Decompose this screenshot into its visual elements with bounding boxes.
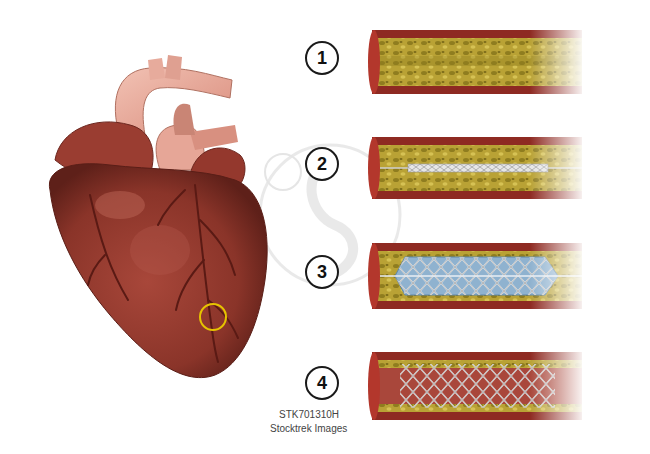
heart bbox=[49, 55, 267, 378]
callout-circle: 4 bbox=[305, 366, 339, 400]
callout-number: 4 bbox=[317, 374, 327, 392]
callout-number: 1 bbox=[317, 49, 327, 67]
artery-blocked bbox=[368, 28, 586, 96]
credit-text: STK701310H bbox=[279, 409, 339, 421]
artery-catheter bbox=[368, 135, 586, 201]
callout-number: 2 bbox=[317, 155, 327, 173]
callout-circle: 3 bbox=[305, 255, 339, 289]
artery-balloon bbox=[368, 241, 586, 311]
callout-circle: 1 bbox=[305, 41, 339, 75]
callout-number: 3 bbox=[317, 263, 327, 281]
credit-text: Stocktrek Images bbox=[270, 423, 347, 435]
artery-stent bbox=[368, 350, 586, 422]
callout-circle: 2 bbox=[305, 147, 339, 181]
